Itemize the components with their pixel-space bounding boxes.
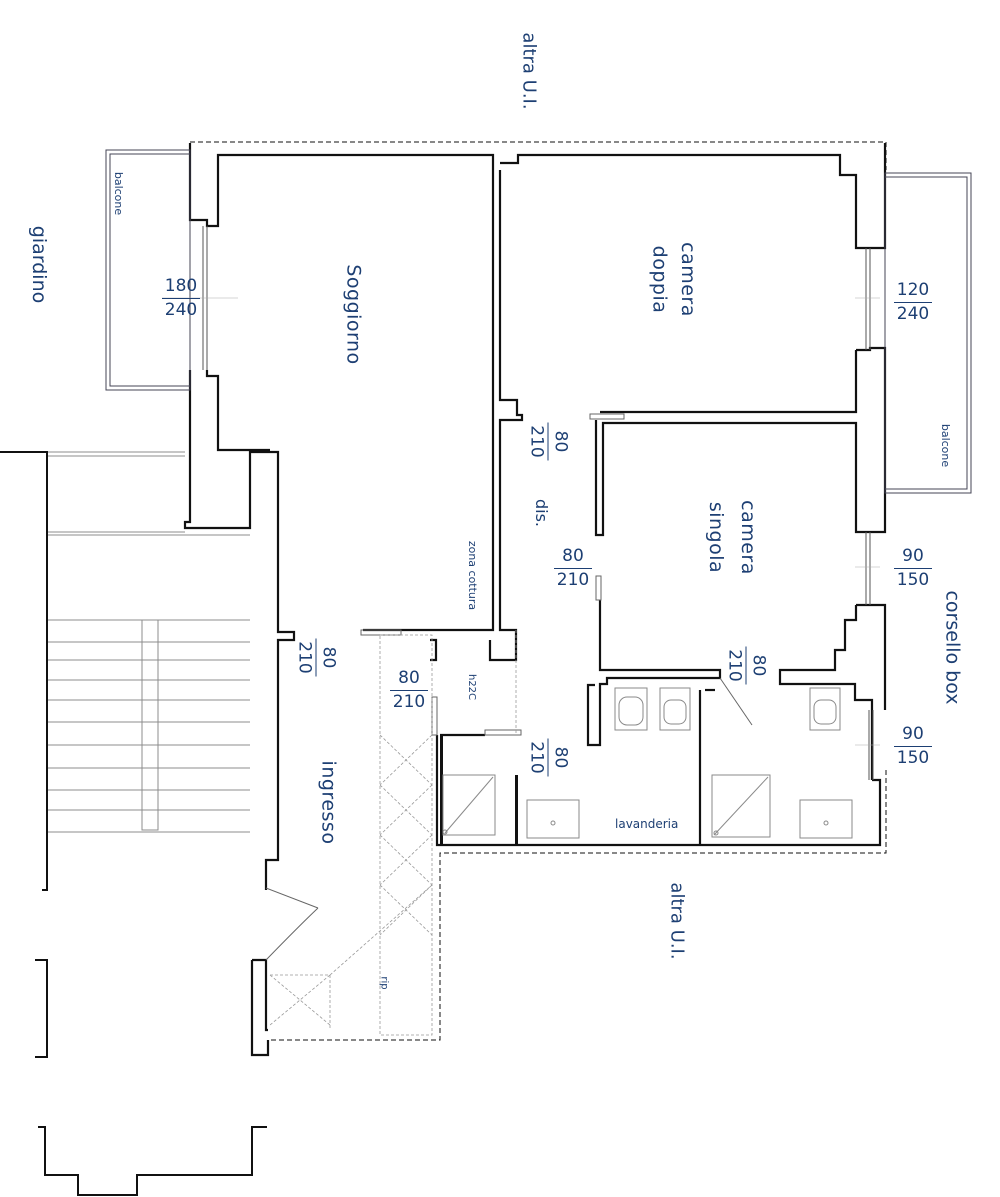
label-h2c: h22C (466, 673, 478, 701)
label-rip: rip (378, 976, 390, 990)
dim-window-soggiorno: 180 240 (162, 278, 200, 319)
dim-door-camera-doppia: 80 210 (527, 422, 571, 461)
label-dis: dis. (532, 498, 552, 528)
label-altra-bottom: altra U.I. (666, 882, 688, 960)
dashed-overhead (269, 630, 517, 1036)
label-corsello-box: corsello box (941, 590, 964, 705)
wall-fills (440, 735, 518, 845)
doors (265, 413, 753, 961)
label-soggiorno: Soggiorno (342, 264, 365, 365)
dim-door-camera-singola: 80 210 (554, 548, 592, 589)
label-camera-singola-line1: camera (736, 500, 759, 575)
label-altra-top: altra U.I. (518, 32, 540, 110)
label-camera-doppia-line1: camera (676, 242, 699, 317)
label-balcone-left: balcone (112, 171, 126, 216)
label-camera-doppia-line2: doppia (648, 245, 671, 314)
dim-window-camera-singola: 90 150 (894, 548, 932, 589)
dim-window-camera-doppia: 120 240 (894, 282, 932, 323)
balconies (105, 149, 972, 494)
walls (183, 143, 887, 1057)
label-giardino: giardino (28, 225, 51, 304)
fixtures (442, 687, 853, 839)
dim-door-h2c: 80 210 (390, 670, 428, 711)
dim-door-soggiorno: 80 210 (295, 638, 339, 677)
dim-door-bagno-2: 80 210 (725, 646, 769, 685)
label-ingresso: ingresso (317, 760, 340, 845)
label-zona-cottura: zona cottura (466, 540, 480, 611)
property-boundary (190, 141, 887, 1041)
stairwell (47, 451, 250, 833)
dim-window-bagno: 90 150 (894, 726, 932, 767)
building-outline (0, 451, 267, 1196)
dim-door-bagno-1: 80 210 (527, 738, 571, 777)
label-lavanderia: lavanderia (615, 817, 679, 831)
label-camera-singola-line2: singola (705, 501, 728, 574)
dim-leaders (162, 297, 880, 746)
label-balcone-right: balcone (939, 423, 953, 468)
